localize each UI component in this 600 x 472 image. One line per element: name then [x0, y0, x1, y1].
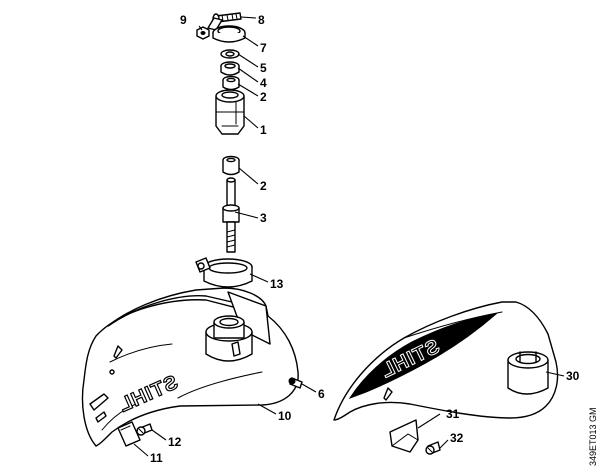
part-shaft-3	[222, 177, 240, 253]
part-clamp-7	[207, 17, 246, 43]
callout-8: 8	[258, 13, 265, 27]
callout-6: 6	[318, 387, 325, 401]
callout-10: 10	[278, 409, 292, 423]
part-bracket-31	[389, 419, 419, 453]
part-nut-9	[196, 26, 210, 40]
callout-labels: 9 8 7 5 4 2 1 2 3 13 6 10 12 11 30 31 32	[150, 13, 580, 465]
callout-13: 13	[270, 277, 284, 291]
callout-32: 32	[450, 431, 464, 445]
callout-31: 31	[446, 407, 460, 421]
callout-7: 7	[260, 41, 267, 55]
part-bushing-2-upper	[222, 75, 240, 91]
callout-12: 12	[168, 435, 182, 449]
part-bushing-2-lower	[222, 155, 240, 176]
part-hose-clamp-13	[195, 257, 253, 288]
part-washer-5	[220, 49, 240, 59]
reference-code: 349ET013 GM	[588, 407, 598, 466]
part-blade-11	[117, 421, 141, 447]
callout-2-upper: 2	[260, 90, 267, 104]
callout-2-lower: 2	[260, 179, 267, 193]
leader-lines	[133, 16, 565, 457]
callout-1: 1	[260, 123, 267, 137]
part-screw-12	[136, 423, 153, 436]
part-bearing-housing-1	[215, 89, 245, 135]
part-screw-32	[425, 441, 441, 455]
callout-9: 9	[180, 13, 187, 27]
callout-5: 5	[260, 61, 267, 75]
callout-30: 30	[566, 369, 580, 383]
callout-3: 3	[260, 211, 267, 225]
part-deflector-10: STIHL	[81, 287, 299, 447]
callout-11: 11	[150, 451, 163, 465]
part-ring-4	[220, 61, 240, 76]
part-screw-6	[288, 377, 303, 389]
callout-4: 4	[260, 76, 267, 90]
part-deflector-30: STIHL	[333, 301, 559, 421]
